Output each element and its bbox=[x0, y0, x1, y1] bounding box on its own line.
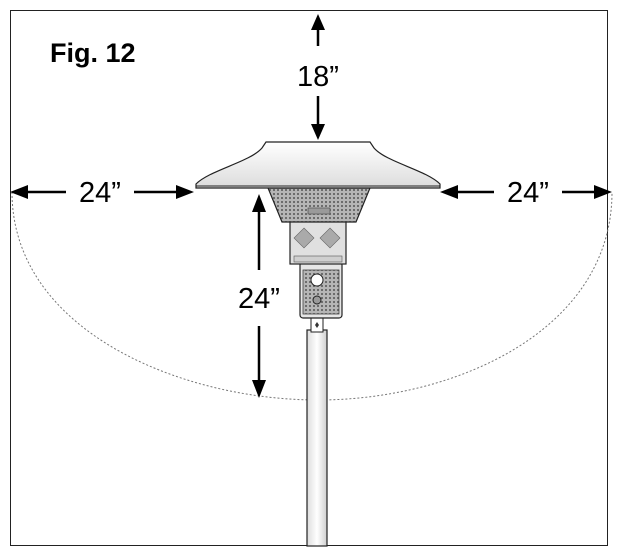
top-clearance-arrow bbox=[311, 14, 325, 140]
reflector-hood bbox=[195, 141, 441, 189]
left-clearance-arrow bbox=[10, 185, 194, 199]
below-clearance-arrow bbox=[252, 194, 266, 398]
control-knob-icon bbox=[310, 273, 324, 287]
heater-pole bbox=[306, 329, 328, 547]
below-clearance-label: 24” bbox=[238, 283, 280, 315]
right-clearance-label: 24” bbox=[507, 177, 549, 209]
top-clearance-label: 18” bbox=[297, 61, 339, 93]
igniter-button-icon bbox=[312, 295, 322, 305]
figure-label: Fig. 12 bbox=[50, 38, 136, 68]
left-clearance-label: 24” bbox=[79, 177, 121, 209]
right-clearance-arrow bbox=[440, 185, 612, 199]
emitter-screen bbox=[267, 187, 371, 223]
